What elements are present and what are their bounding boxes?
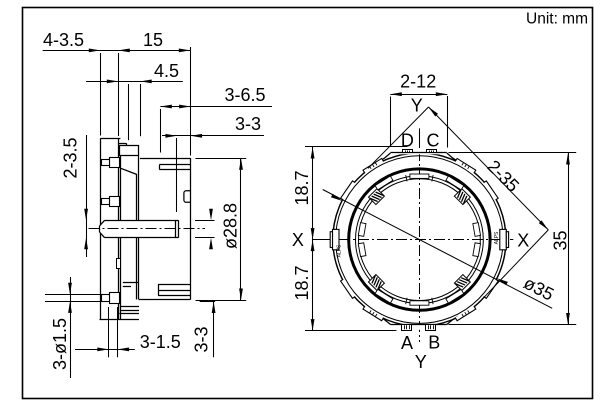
svg-text:C: C: [427, 131, 440, 151]
svg-text:4-3.5: 4-3.5: [43, 30, 84, 50]
svg-text:3-ø1.5: 3-ø1.5: [50, 318, 70, 370]
svg-text:X: X: [517, 231, 529, 251]
svg-text:2-3.5: 2-3.5: [61, 137, 81, 178]
svg-text:Y: Y: [415, 352, 427, 372]
svg-text:3-1.5: 3-1.5: [140, 332, 181, 352]
svg-text:A: A: [401, 333, 413, 353]
svg-text:B: B: [428, 333, 440, 353]
svg-text:D: D: [401, 131, 414, 151]
svg-text:3-3: 3-3: [235, 114, 261, 134]
svg-text:35: 35: [551, 230, 571, 250]
svg-text:18.7: 18.7: [292, 265, 312, 300]
svg-text:Y: Y: [411, 96, 423, 116]
svg-text:ø28.8: ø28.8: [221, 203, 241, 249]
svg-text:4.5: 4.5: [154, 61, 179, 81]
svg-text:3-6.5: 3-6.5: [224, 85, 265, 105]
svg-text:ALPS: ALPS: [494, 231, 500, 244]
svg-text:3-3: 3-3: [192, 326, 212, 352]
svg-text:15: 15: [143, 30, 163, 50]
svg-text:2-12: 2-12: [400, 72, 436, 92]
svg-text:X: X: [292, 230, 304, 250]
svg-text:Unit: mm: Unit: mm: [526, 11, 588, 28]
svg-text:ALPS: ALPS: [336, 244, 342, 257]
svg-text:18.7: 18.7: [292, 170, 312, 205]
